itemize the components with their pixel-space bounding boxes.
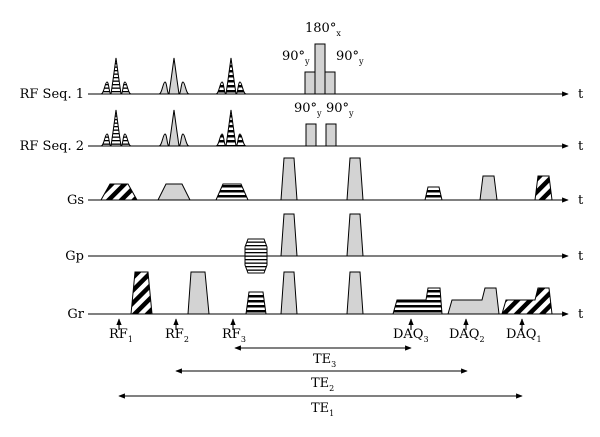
gr-crusher-2 [346,271,364,315]
gs-crusher-2 [346,157,364,201]
rf2-label-90y-1: 90°y [294,101,322,118]
rf2-block-90y-2 [325,123,337,147]
rf2-sinc-pulse-1 [100,109,132,147]
rf1-label-180x: 180°x [305,21,341,38]
gr-readout-daq2 [447,287,500,315]
rf1-sinc-pulse-3 [215,57,247,95]
gr-crusher-1 [280,271,298,315]
row-label-gs: Gs [67,193,84,208]
row-label-rf-seq-2: RF Seq. 2 [20,139,84,154]
gp-phase-encode-table [244,238,268,274]
gr-gradient-1 [130,271,153,315]
rf2-sinc-pulse-2 [158,109,190,147]
rf2-label-90y-2: 90°y [326,101,354,118]
rf1-sinc-pulse-1 [100,57,132,95]
gs-gradient-2 [157,183,191,201]
rf1-sinc-pulse-2 [158,57,190,95]
rf1-label-90y-1: 90°y [282,49,310,66]
rf-seq-1-axis-t: t [578,87,584,102]
rf-seq-2-axis-t: t [578,139,584,154]
rf1-block-90y-1 [304,71,316,95]
gs-crusher-1 [280,157,298,201]
gs-gradient-3 [215,183,249,201]
row-label-rf-seq-1: RF Seq. 1 [20,87,84,102]
marker-label-daq3: DAQ3 [393,327,429,344]
marker-label-daq2: DAQ2 [449,327,485,344]
gs-gradient-6 [534,175,553,201]
marker-label-rf2: RF2 [165,327,189,344]
rf1-label-90y-2: 90°y [336,49,364,66]
rf1-block-90y-2 [324,71,336,95]
gr-readout-daq3 [392,287,443,315]
rf2-sinc-pulse-3 [215,109,247,147]
gs-gradient-1 [100,183,138,201]
row-label-gr: Gr [67,307,84,322]
marker-label-rf3: RF3 [222,327,246,344]
gs-gradient-5 [479,175,498,201]
rf2-block-90y-1 [305,123,317,147]
rf1-block-180x [314,43,326,95]
marker-label-daq1: DAQ1 [506,327,542,344]
gs-axis-t: t [578,193,584,208]
gr-axis-t: t [578,307,584,322]
row-label-gp: Gp [65,249,84,264]
gr-gradient-3 [245,291,267,315]
gs-gradient-4 [424,186,443,201]
te2-label: TE2 [311,376,334,393]
gr-gradient-2 [187,271,210,315]
gr-readout-daq1 [501,287,553,315]
te3-label: TE3 [313,352,336,369]
gp-crusher-2 [346,213,364,257]
te1-label: TE1 [311,401,334,418]
gp-axis-t: t [578,249,584,264]
gp-crusher-1 [280,213,298,257]
marker-label-rf1: RF1 [109,327,133,344]
